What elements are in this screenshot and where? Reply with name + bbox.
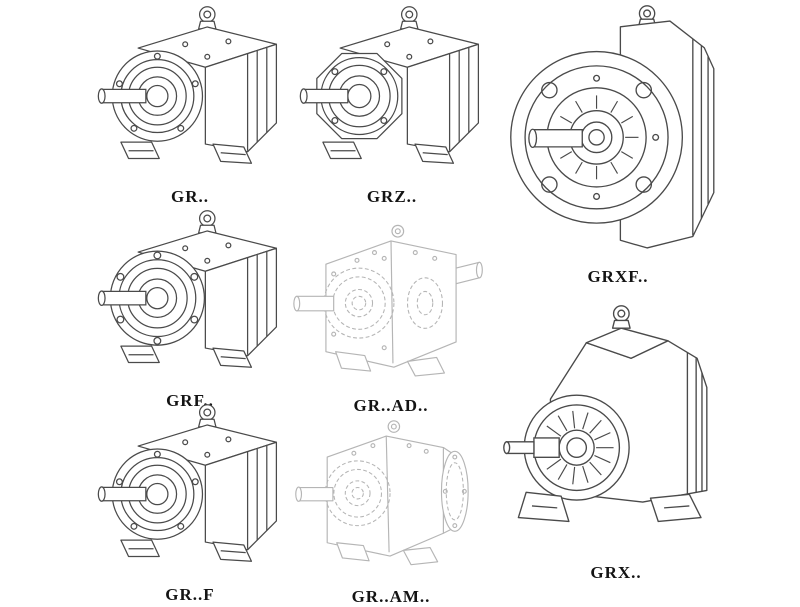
figure-label-gram: GR..AM.. [351,586,431,606]
figure-grad: GR..AD.. [282,204,500,416]
figure-label-grad: GR..AD.. [353,396,429,416]
figure-label-gr-f: GR..F [165,585,215,605]
figure-label-grf: GRF.. [166,391,214,411]
gearbox-drawing-grxf [510,5,715,249]
figure-label-gr: GR.. [171,187,209,207]
figure-grz: GRZ.. [288,2,496,207]
gearbox-drawing-grf [94,206,286,388]
figure-gr: GR.. [86,2,294,207]
gearbox-drawing-grz [296,2,488,184]
gearbox-drawing-gr [94,2,286,184]
figure-grxf: GRXF.. [497,2,739,287]
figure-grf: GRF.. [86,206,294,411]
figure-label-grx: GRX.. [590,563,642,583]
figure-label-grz: GRZ.. [366,187,418,207]
gearbox-drawing-gram [295,420,469,566]
gearbox-drawing-gr-f [94,400,286,582]
figure-grx: GRX.. [490,300,742,583]
gearbox-drawing-grx [503,305,708,523]
figure-label-grxf: GRXF.. [587,267,649,287]
figure-gr-f: GR..F [86,400,294,605]
gearbox-drawing-grad [293,224,483,377]
figure-gram: GR..AM.. [282,398,500,607]
